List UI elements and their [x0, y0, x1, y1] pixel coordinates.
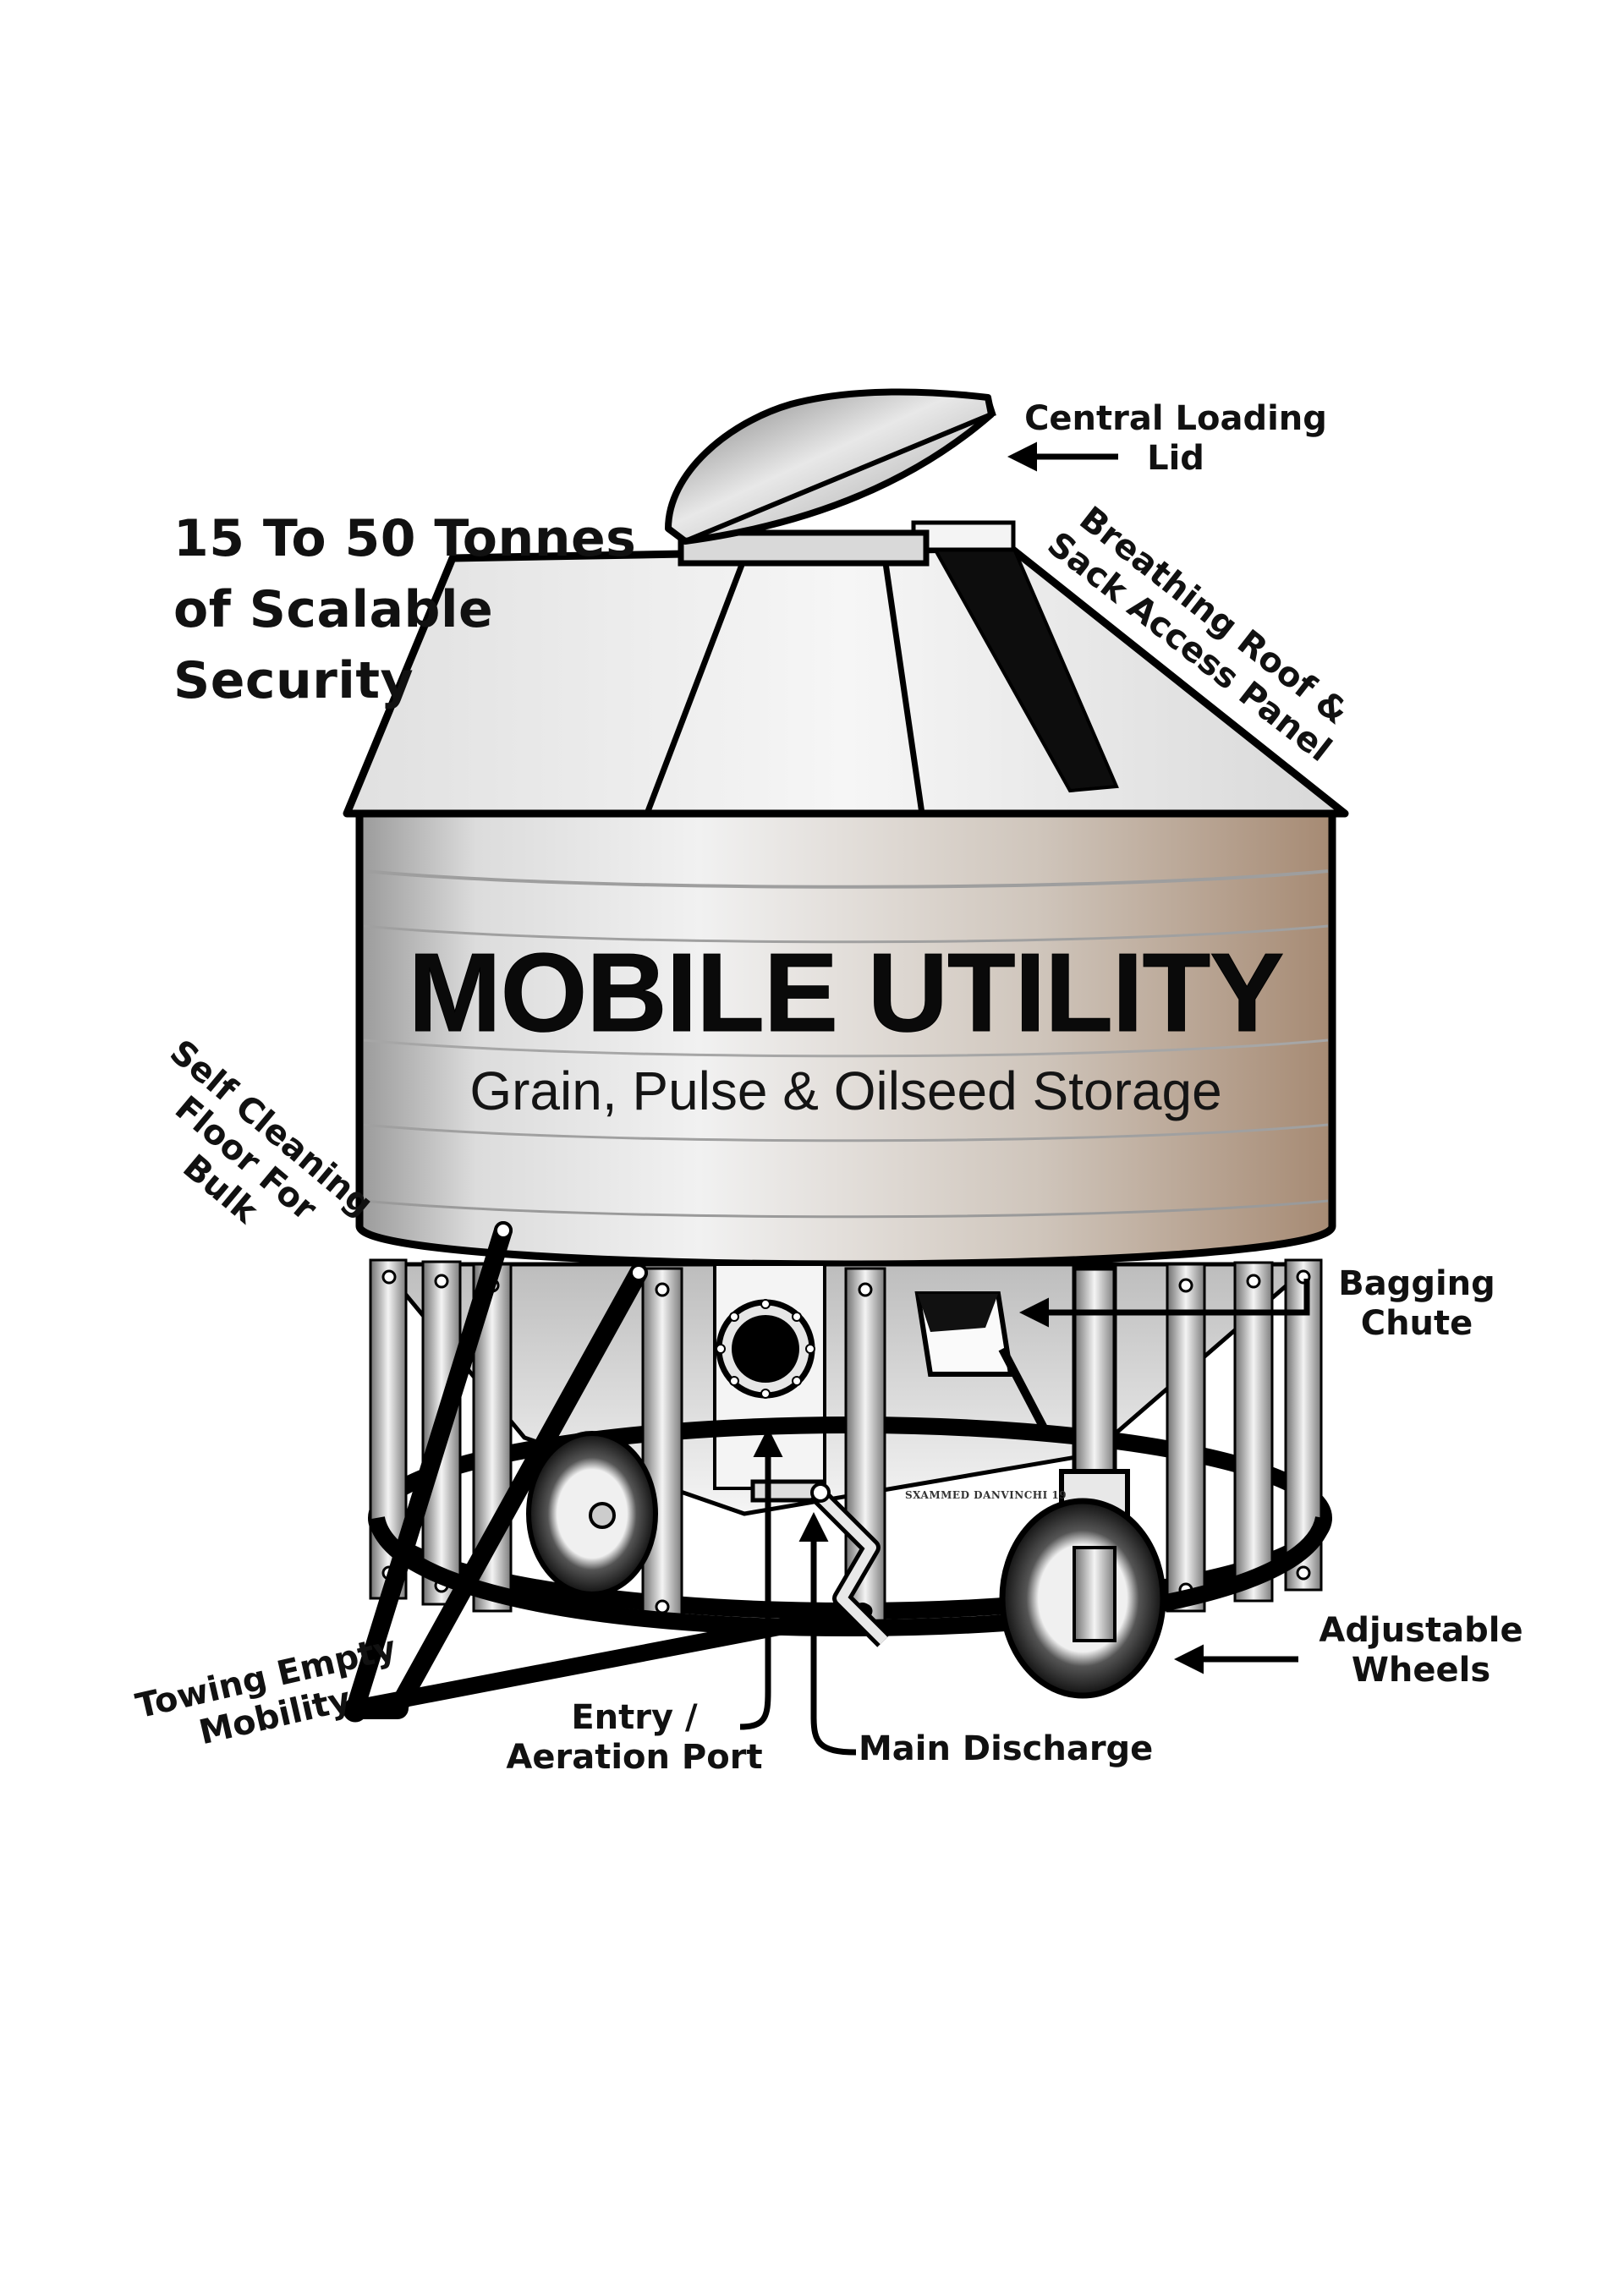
- label-main-discharge: Main Discharge: [859, 1729, 1154, 1768]
- artist-signature: SXAMMED DANVINCHI 19: [905, 1489, 1067, 1501]
- arrow-icon: [1019, 1279, 1310, 1328]
- label-entry-aeration: Entry / Aeration Port: [506, 1698, 763, 1778]
- roof: [343, 520, 1349, 825]
- tank-body: [355, 809, 1336, 1269]
- label-bagging-chute: Bagging Chute: [1338, 1264, 1495, 1344]
- central-loading-lid: [665, 388, 996, 545]
- towing-drawbar: [343, 1221, 871, 1723]
- arrow-icon: [798, 1512, 857, 1756]
- port-hatch-icon: [716, 1299, 815, 1399]
- adjustable-wheel: [999, 1266, 1166, 1699]
- tank-title: MOBILE UTILITY: [408, 930, 1285, 1055]
- tank-subtitle: Grain, Pulse & Oilseed Storage: [469, 1060, 1222, 1121]
- sack-access-collar: [911, 520, 1016, 552]
- arrow-icon: [739, 1427, 783, 1730]
- label-adjustable-wheels: Adjustable Wheels: [1319, 1611, 1523, 1690]
- capacity-headline: 15 To 50 Tonnes of Scalable Security: [173, 509, 637, 710]
- undercarriage: [343, 1221, 1332, 1723]
- callout-arrows: [739, 441, 1310, 1756]
- label-central-loading-lid: Central Loading Lid: [1024, 399, 1327, 479]
- wheel-icon: [526, 1431, 658, 1597]
- bagging-chute: [914, 1291, 1053, 1440]
